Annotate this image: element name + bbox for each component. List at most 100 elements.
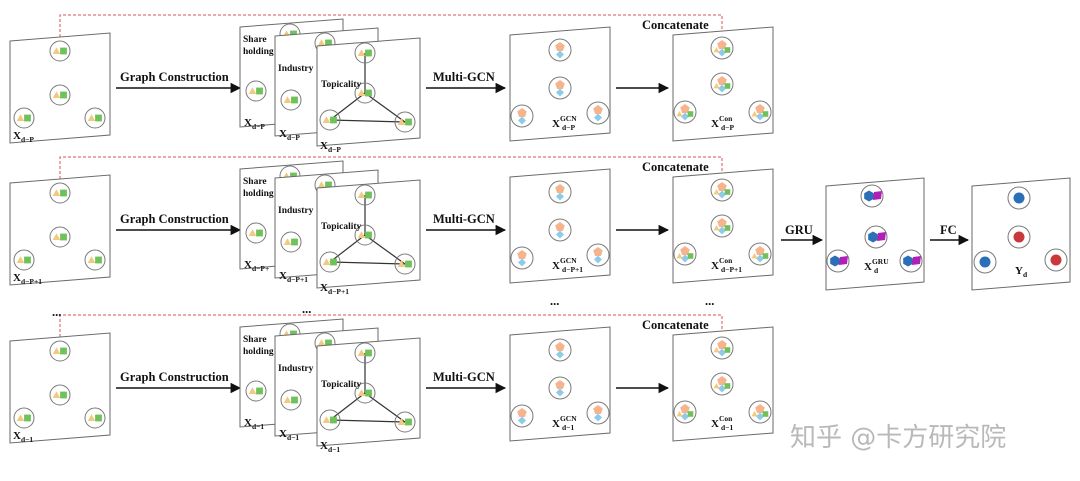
triangle-feature: [87, 414, 96, 422]
node-circle: [899, 249, 923, 273]
node-circle: [586, 243, 610, 267]
industry-label: Industry: [278, 64, 314, 74]
input-variable-label: Xd−P+1: [13, 272, 42, 286]
diamond-feature: [718, 348, 726, 357]
node-circle: [245, 222, 267, 244]
diamond-feature: [718, 190, 726, 199]
square-feature: [330, 116, 337, 124]
diamond-feature: [756, 112, 764, 121]
triangle-feature: [713, 189, 720, 195]
square-feature: [724, 225, 731, 231]
square-feature: [724, 83, 731, 89]
pentagon-feature: [517, 108, 527, 117]
square-feature: [724, 47, 731, 53]
triangle-feature: [713, 347, 720, 353]
triangle-feature: [357, 191, 366, 199]
shareholding-label-line1: Share: [243, 177, 267, 187]
shareholding-variable-label: Xd−1: [244, 417, 264, 431]
topicality-variable-label: Xd−1: [320, 440, 340, 454]
input-variable-label: Xd−P: [13, 130, 34, 144]
parallelogram-feature: [873, 191, 882, 200]
triangle-feature: [397, 260, 406, 268]
square-feature: [330, 258, 337, 266]
shareholding-variable-label: Xd−P+: [244, 259, 269, 273]
node-circle: [280, 389, 302, 411]
square-feature: [95, 114, 102, 122]
pentagon-feature: [717, 182, 727, 191]
square-feature: [95, 256, 102, 264]
triangle-feature: [751, 111, 758, 117]
square-feature: [687, 253, 694, 259]
square-feature: [365, 231, 372, 239]
square-feature: [24, 256, 31, 264]
pentagon-feature: [555, 80, 565, 89]
pentagon-feature: [555, 42, 565, 51]
topicality-label: Topicality: [321, 380, 362, 390]
square-feature: [762, 111, 769, 117]
triangle-feature: [52, 189, 61, 197]
square-feature: [687, 111, 694, 117]
square-feature: [405, 260, 412, 268]
square-feature: [762, 411, 769, 417]
graph-edge: [329, 261, 406, 265]
diamond-feature: [718, 48, 726, 57]
square-feature: [290, 330, 297, 338]
output-node: [1013, 231, 1025, 243]
pentagon-feature: [555, 222, 565, 231]
ellipsis: ...: [550, 294, 559, 308]
node-circle: [84, 107, 106, 129]
input-panel: [9, 174, 111, 286]
square-feature: [256, 387, 263, 395]
triangle-feature: [283, 96, 292, 104]
triangle-feature: [357, 49, 366, 57]
node-circle: [973, 250, 997, 274]
triangle-feature: [283, 396, 292, 404]
graph-edge: [329, 419, 406, 423]
pentagon-feature: [680, 246, 690, 255]
pentagon-feature: [593, 105, 603, 114]
output-node: [1013, 192, 1025, 204]
triangle-feature: [52, 391, 61, 399]
pentagon-feature: [755, 246, 765, 255]
triangle-feature: [52, 47, 61, 55]
pentagon-feature: [717, 40, 727, 49]
graph-edge: [329, 392, 366, 421]
square-feature: [330, 416, 337, 424]
pentagon-feature: [555, 184, 565, 193]
triangle-feature: [357, 89, 366, 97]
multi-gcn-label: Multi-GCN: [433, 70, 495, 84]
diamond-feature: [681, 254, 689, 263]
output-variable-label: Yd: [1015, 265, 1028, 279]
diamond-feature: [756, 412, 764, 421]
node-circle: [354, 42, 376, 64]
node-circle: [748, 400, 772, 424]
hexagon-feature: [864, 190, 874, 202]
graph-edge: [329, 92, 366, 121]
node-circle: [49, 40, 71, 62]
skip-connection: [59, 156, 725, 189]
ellipsis: ...: [52, 305, 61, 319]
graph-edge: [329, 234, 366, 263]
shareholding-label-line2: holding: [243, 47, 274, 57]
skip-connection: [59, 14, 725, 47]
node-circle: [586, 401, 610, 425]
node-circle: [394, 253, 416, 275]
pentagon-feature: [717, 218, 727, 227]
node-circle: [864, 225, 888, 249]
shareholding-variable-label: Xd−P: [244, 117, 265, 131]
node-circle: [860, 184, 884, 208]
node-circle: [280, 231, 302, 253]
node-circle: [319, 409, 341, 431]
concatenate-label: Concatenate: [642, 18, 709, 32]
output-node: [979, 256, 991, 268]
triangle-feature: [322, 416, 331, 424]
node-circle: [84, 407, 106, 429]
node-circle: [13, 249, 35, 271]
industry-variable-label: Xd−P+1: [279, 270, 308, 284]
